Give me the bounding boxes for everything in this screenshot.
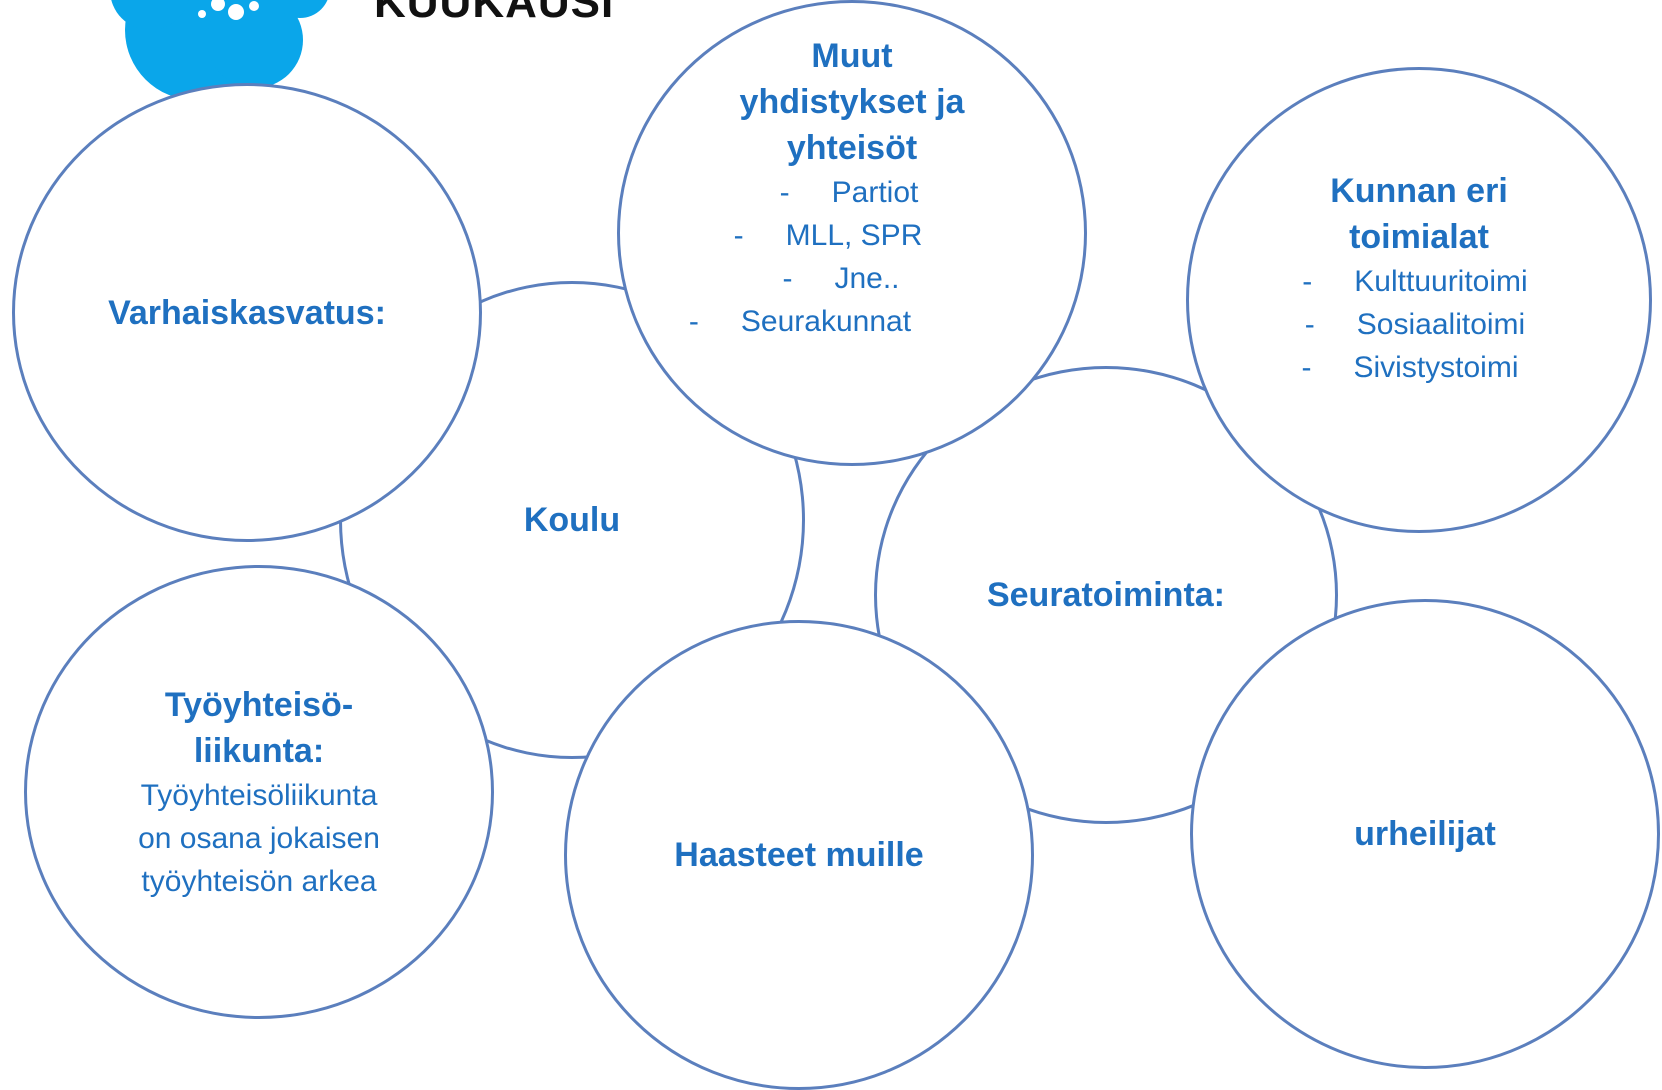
list-item: -Sosiaalitoimi bbox=[1304, 308, 1526, 341]
tyoyhteiso-desc-line1: Työyhteisöliikunta bbox=[140, 778, 378, 812]
circle-haasteet-muille: Haasteet muille bbox=[564, 620, 1034, 1090]
logo-bubbles-icon bbox=[111, 0, 328, 100]
tyoyhteiso-desc-line3: työyhteisön arkea bbox=[141, 864, 377, 898]
varhaiskasvatus-title: Varhaiskasvatus: bbox=[108, 293, 386, 332]
logo-text: KUUKAUSI bbox=[374, 0, 615, 27]
circle-tyoyhteisoliikunta: Työyhteisö- liikunta: Työyhteisöliikunta… bbox=[24, 565, 494, 1019]
koulu-title: Koulu bbox=[523, 501, 621, 539]
list-item: -Partiot bbox=[779, 176, 919, 209]
muut-title-line2: yhdistykset ja bbox=[739, 83, 965, 121]
circle-urheilijat: urheilijat bbox=[1190, 599, 1660, 1069]
kunnan-title-line1: Kunnan eri bbox=[1330, 172, 1508, 210]
urheilijat-title: urheilijat bbox=[1354, 815, 1496, 853]
muut-items-list: -Partiot -MLL, SPR -Jne.. -Seurakunnat bbox=[689, 171, 922, 343]
list-item: -Jne.. bbox=[782, 262, 900, 295]
circle-kunnan-toimialat: Kunnan eri toimialat -Kulttuuritoimi -So… bbox=[1186, 67, 1652, 533]
haasteet-title: Haasteet muille bbox=[674, 836, 924, 874]
tyoyhteiso-title-line1: Työyhteisö- bbox=[164, 685, 354, 724]
kunnan-title-line2: toimialat bbox=[1349, 218, 1489, 256]
list-item: -MLL, SPR bbox=[733, 219, 923, 252]
list-item: -Seurakunnat bbox=[688, 305, 912, 338]
circle-varhaiskasvatus: Varhaiskasvatus: bbox=[12, 83, 482, 542]
muut-title-line1: Muut bbox=[811, 37, 893, 75]
muut-title-line3: yhteisöt bbox=[786, 129, 918, 167]
circle-muut-yhdistykset: Muut yhdistykset ja yhteisöt -Partiot -M… bbox=[617, 0, 1087, 466]
list-item: -Kulttuuritoimi bbox=[1302, 265, 1528, 298]
seuratoiminta-title: Seuratoiminta: bbox=[986, 576, 1226, 614]
kunnan-items-list: -Kulttuuritoimi -Sosiaalitoimi -Sivistys… bbox=[1301, 260, 1527, 389]
list-item: -Sivistystoimi bbox=[1301, 351, 1519, 384]
tyoyhteiso-title-line2: liikunta: bbox=[193, 731, 325, 770]
tyoyhteiso-desc-line2: on osana jokaisen bbox=[138, 821, 380, 855]
